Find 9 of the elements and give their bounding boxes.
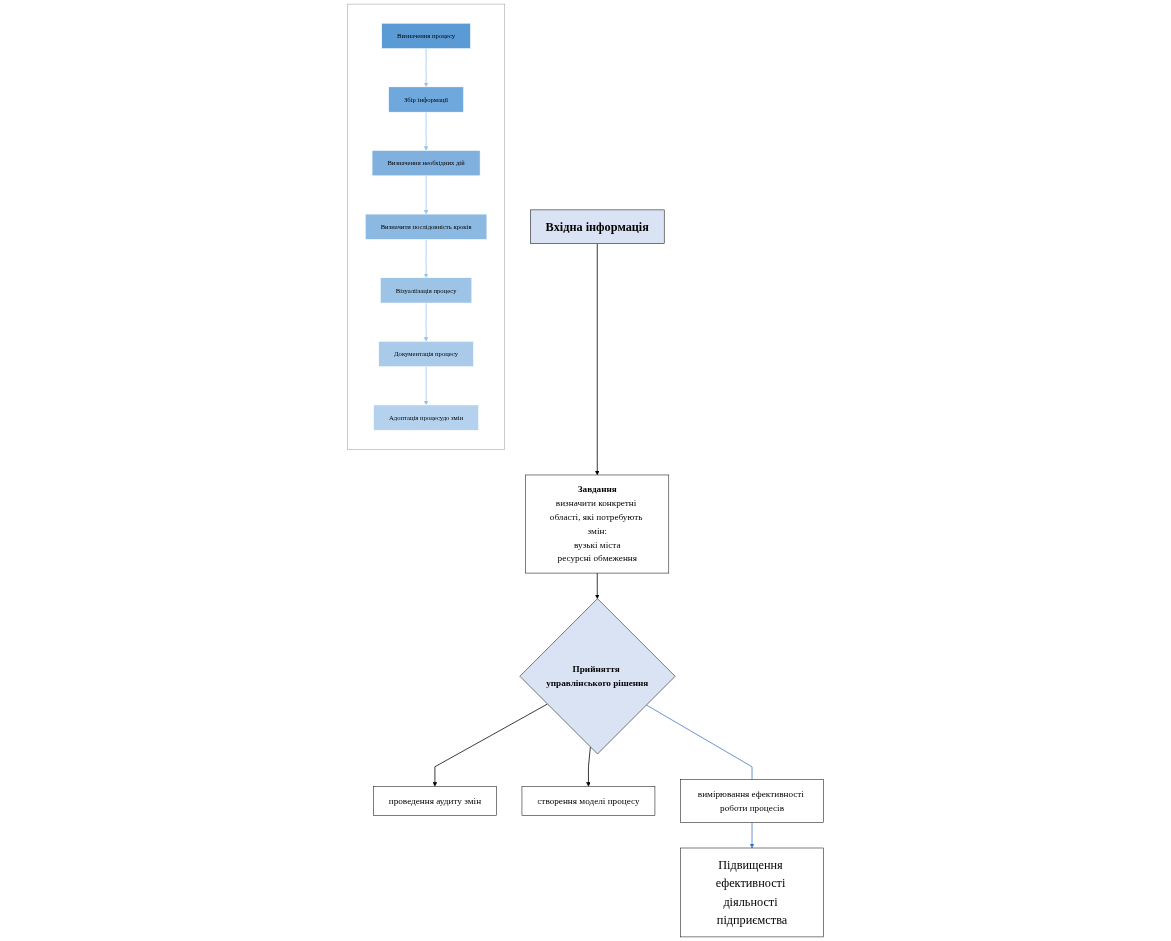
node-box: вимірювання ефективності роботи процесів <box>680 779 824 823</box>
node-box: Завдання визначити конкретні області, які потребують змін: вузькі міста ресурсні обмеження <box>525 474 670 574</box>
node-box: Вхідна інформація <box>530 209 665 244</box>
node-box: Підвищення ефективності діяльності підприємства <box>680 847 824 938</box>
connector <box>645 704 753 780</box>
node-diamond: Прийняття управлінського рішення <box>519 598 676 755</box>
node-box: створення моделі процесу <box>521 786 656 816</box>
node-box: проведення аудиту змін <box>373 786 497 816</box>
cluster <box>347 3 505 450</box>
